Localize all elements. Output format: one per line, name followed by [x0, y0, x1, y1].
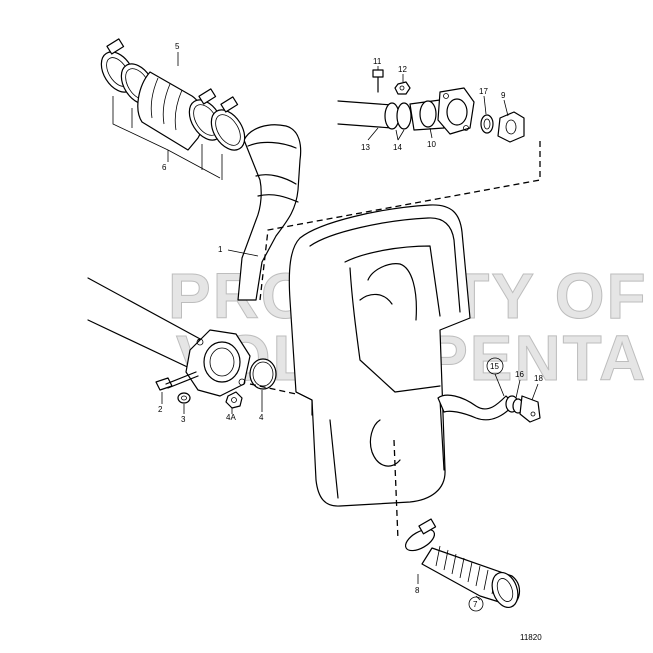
callout-1: 1: [218, 245, 223, 254]
exhaust-pipe: [237, 124, 302, 301]
side-water-hose: [437, 394, 541, 423]
callout-7: 7: [473, 600, 478, 609]
callout-6-bracket: [112, 96, 223, 180]
upper-right-fittings: [372, 69, 525, 143]
callout-15: 15: [490, 362, 499, 371]
callout-10: 10: [427, 140, 436, 149]
exhaust-housing: [288, 204, 471, 507]
callout-6: 6: [162, 163, 167, 172]
callout-5: 5: [175, 42, 180, 51]
callout-11: 11: [373, 57, 382, 66]
hose-and-clamps-upper: [100, 38, 246, 151]
washer-3: [177, 392, 191, 404]
callout-16: 16: [515, 370, 524, 379]
callout-15-circle: [486, 357, 504, 375]
callout-7-circle: [468, 596, 484, 612]
o-ring: [249, 358, 277, 390]
leader-lines: [161, 52, 539, 601]
callout-13: 13: [361, 143, 370, 152]
callout-18: 18: [534, 374, 543, 383]
callout-12: 12: [398, 65, 407, 74]
callout-4: 4: [259, 413, 264, 422]
callout-17: 17: [479, 87, 488, 96]
nut-4a: [225, 391, 243, 409]
callouts: 1 2 3 4 4A 5 6 7 8 9 10 11 12 13 14 15 1…: [158, 42, 543, 612]
lower-bellows: [404, 518, 521, 609]
callout-14: 14: [393, 143, 402, 152]
callout-9: 9: [501, 91, 506, 100]
assembly-guide-lines: [249, 140, 541, 541]
callout-2: 2: [158, 405, 163, 414]
callout-8: 8: [415, 586, 420, 595]
callout-3: 3: [181, 415, 186, 424]
o-ring-inner: [252, 361, 274, 387]
drive-tube-right: [337, 100, 393, 129]
bolt-2: [155, 371, 199, 391]
callout-4a: 4A: [226, 413, 236, 422]
pipe-flange: [185, 329, 251, 397]
drawing-number: 11820: [520, 633, 542, 642]
